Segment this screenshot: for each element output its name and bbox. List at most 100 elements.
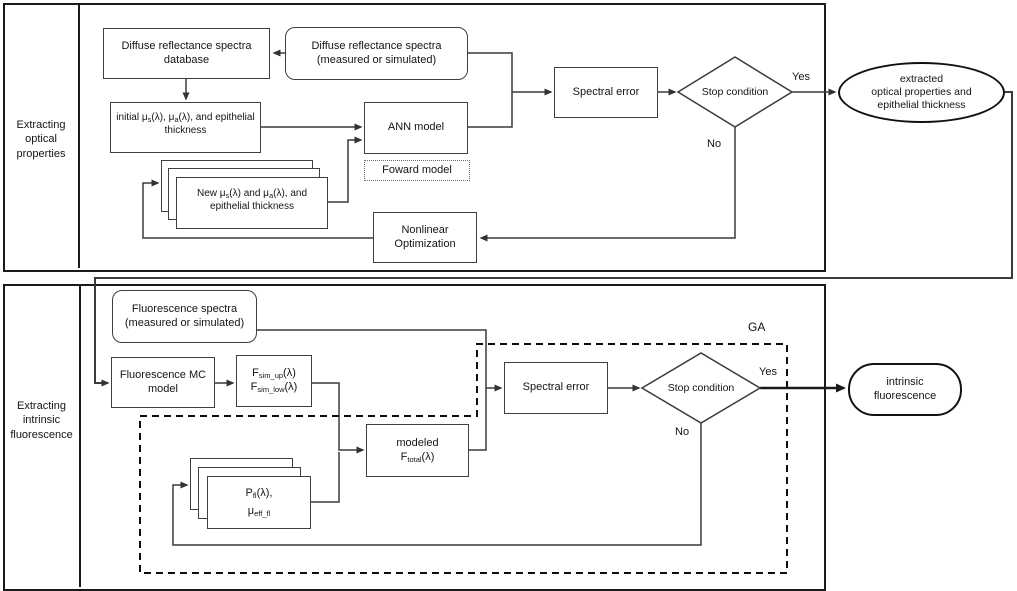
initial-optical-properties-box: initial μs(λ), μa(λ), and epithelial thi… bbox=[110, 102, 261, 153]
ftotal-line1: modeled bbox=[396, 436, 439, 449]
connector-spectra-ftotal-junction bbox=[257, 329, 487, 451]
no-label-bottom: No bbox=[675, 426, 689, 438]
stadium-line2: fluorescence bbox=[873, 389, 937, 402]
fsim-line2: Fsim_low(λ) bbox=[251, 381, 298, 395]
ftotal-line2: Ftotal(λ) bbox=[401, 451, 435, 465]
ftotal-line2-base: F bbox=[400, 450, 408, 463]
connector-newstack-to-ann bbox=[328, 136, 363, 203]
new-box-text: New μ bbox=[196, 188, 226, 199]
fsim-box: Fsim_up(λ) Fsim_low(λ) bbox=[236, 355, 312, 407]
fluorescence-section-label-line2: intrinsic bbox=[22, 414, 61, 427]
optical-section-label: Extracting optical properties bbox=[4, 118, 78, 161]
fluorescence-section-divider bbox=[79, 284, 81, 587]
connector-pfl-to-junction bbox=[311, 452, 340, 503]
yes-label-bottom: Yes bbox=[759, 366, 777, 378]
yes-label-top: Yes bbox=[792, 71, 810, 83]
fluorescence-section-container bbox=[3, 284, 826, 591]
pfl-line2: μeff_fl bbox=[248, 503, 270, 521]
fluorescence-spectra-line1: Fluorescence spectra bbox=[131, 302, 238, 315]
nonlinear-line2: Optimization bbox=[394, 237, 456, 250]
connector-ann-measured-junction bbox=[468, 52, 513, 128]
measured-spectra-line2: (measured or simulated) bbox=[316, 53, 437, 66]
fluorescence-section-label: Extracting intrinsic fluorescence bbox=[4, 399, 79, 442]
database-box: Diffuse reflectance spectra database bbox=[103, 28, 270, 79]
new-optical-properties-box: New μs(λ) and μa(λ), and epithelial thic… bbox=[176, 177, 328, 229]
no-label-top: No bbox=[707, 138, 721, 150]
ftotal-line2-sub: total bbox=[407, 454, 422, 464]
initial-box-sub-s: s bbox=[147, 115, 152, 124]
initial-box-text: initial μ bbox=[116, 112, 148, 123]
forward-model-box: Foward model bbox=[364, 160, 470, 181]
pfl-line1: Pfl(λ), bbox=[246, 485, 273, 503]
optical-section-label-line2: optical bbox=[25, 133, 57, 146]
initial-box-text2: (λ), μ bbox=[151, 112, 175, 123]
stadium-line1: intrinsic bbox=[886, 375, 924, 388]
stop-condition-bottom-text: Stop condition bbox=[667, 382, 735, 394]
stop-condition-top-label: Stop condition bbox=[678, 86, 792, 98]
connector-nonlinear-to-newstack bbox=[142, 179, 373, 239]
fsim-line2-base: F bbox=[250, 381, 258, 393]
new-box-text3: (λ), and epithelial thickness bbox=[210, 188, 308, 212]
nonlinear-optimization-box: Nonlinear Optimization bbox=[373, 212, 477, 263]
mc-model-line2: model bbox=[148, 382, 178, 395]
stop-condition-bottom-label: Stop condition bbox=[642, 382, 760, 394]
measured-spectra-line1: Diffuse reflectance spectra bbox=[311, 39, 442, 52]
optical-section-label-line1: Extracting bbox=[16, 119, 66, 131]
forward-model-label: Foward model bbox=[382, 163, 452, 176]
initial-box-sub-a: a bbox=[174, 115, 179, 124]
spectral-error-bottom-label: Spectral error bbox=[522, 381, 590, 394]
database-box-line1: Diffuse reflectance spectra bbox=[121, 39, 252, 52]
extracted-properties-ellipse: extracted optical properties and epithel… bbox=[838, 62, 1005, 123]
pfl-line1-sub: fl bbox=[252, 490, 257, 500]
fluorescence-spectra-box: Fluorescence spectra (measured or simula… bbox=[112, 290, 257, 343]
spectral-error-box-bottom: Spectral error bbox=[504, 362, 608, 414]
new-box-text2: (λ) and μ bbox=[229, 188, 269, 199]
nonlinear-line1: Nonlinear bbox=[401, 223, 449, 236]
connector-no-to-nonlinear bbox=[479, 127, 736, 242]
connector-ellipse-to-mc-model bbox=[94, 91, 1013, 387]
no-label-bottom-text: No bbox=[675, 426, 690, 438]
yes-label-top-text: Yes bbox=[792, 71, 810, 83]
fsim-line2-sub: sim_low bbox=[257, 385, 285, 394]
no-label-top-text: No bbox=[707, 138, 722, 150]
fsim-line1-base: F bbox=[252, 367, 259, 380]
fluorescence-spectra-line2: (measured or simulated) bbox=[124, 316, 245, 329]
new-box-sub-a: a bbox=[268, 191, 274, 200]
pfl-line2-base: μ bbox=[247, 504, 255, 517]
fsim-line1-sub: sim_up bbox=[258, 371, 284, 381]
ftotal-line2-rest: (λ) bbox=[421, 450, 435, 463]
mc-model-line1: Fluorescence MC bbox=[119, 368, 207, 381]
ann-model-label: ANN model bbox=[387, 121, 445, 134]
pfl-line1-rest: (λ), bbox=[256, 486, 273, 499]
optical-section-container bbox=[3, 3, 826, 272]
yes-label-bottom-text: Yes bbox=[759, 366, 777, 378]
ga-label-text: GA bbox=[748, 320, 766, 334]
connector-no-to-pfl-stack bbox=[172, 422, 702, 546]
fsim-line1-rest: (λ) bbox=[283, 367, 296, 380]
intrinsic-fluorescence-stadium: intrinsic fluorescence bbox=[848, 363, 962, 416]
database-box-line2: database bbox=[163, 53, 210, 66]
pfl-line2-sub: eff_fl bbox=[254, 508, 271, 518]
fsim-line1: Fsim_up(λ) bbox=[252, 367, 296, 381]
measured-spectra-box: Diffuse reflectance spectra (measured or… bbox=[285, 27, 468, 80]
spectral-error-top-label: Spectral error bbox=[572, 85, 640, 98]
stop-condition-diamond-bottom bbox=[640, 352, 762, 424]
ellipse-line2: optical properties and bbox=[871, 85, 972, 98]
pfl-box: Pfl(λ), μeff_fl bbox=[207, 476, 311, 529]
stop-condition-top-text: Stop condition bbox=[701, 86, 769, 98]
new-box-sub-s: s bbox=[225, 191, 230, 200]
ga-label: GA bbox=[748, 320, 765, 334]
fluorescence-mc-model-box: Fluorescence MC model bbox=[111, 357, 215, 408]
optical-section-divider bbox=[78, 3, 80, 268]
initial-box-text3: (λ), and epithelial thickness bbox=[164, 112, 255, 136]
fluorescence-section-label-line3: fluorescence bbox=[10, 428, 73, 441]
ann-model-box: ANN model bbox=[364, 102, 468, 154]
optical-section-label-line3: properties bbox=[16, 147, 66, 160]
ellipse-line1: extracted bbox=[899, 72, 944, 85]
spectral-error-box-top: Spectral error bbox=[554, 67, 658, 118]
ftotal-box: modeled Ftotal(λ) bbox=[366, 424, 469, 477]
stop-condition-diamond-top bbox=[676, 56, 794, 128]
pfl-line1-base: P bbox=[245, 486, 253, 499]
